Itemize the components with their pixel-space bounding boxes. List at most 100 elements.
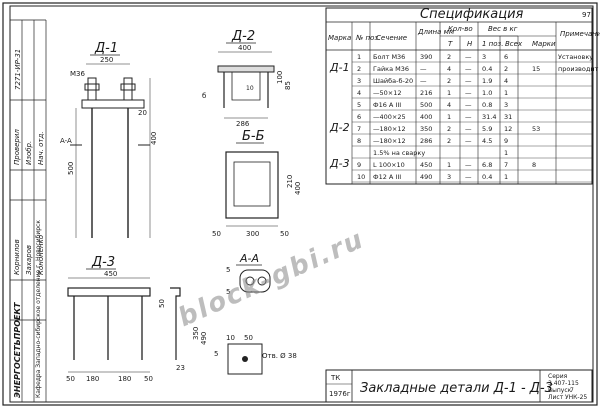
title-side-1: Серия bbox=[548, 373, 568, 380]
spec-cell-n: — bbox=[465, 53, 472, 61]
d1-dim-rod: 500 bbox=[67, 162, 75, 175]
spec-sub-wall: Всех bbox=[505, 40, 523, 48]
d1-dim-small: 20 bbox=[138, 109, 147, 117]
spec-cell-w1: 6.8 bbox=[482, 161, 492, 169]
bb-dim-v1: 210 bbox=[286, 175, 294, 188]
spec-cell-pos: 10 bbox=[357, 173, 365, 181]
spec-cell-w1: 3 bbox=[482, 53, 486, 61]
spec-cell-wall: 7 bbox=[504, 161, 508, 169]
spec-cell-w1: 31.4 bbox=[482, 113, 496, 121]
spec-cell-len: 286 bbox=[420, 137, 432, 145]
spec-cell-n: — bbox=[465, 101, 472, 109]
spec-head-weight: Вес в кг bbox=[488, 25, 518, 33]
spec-sub-w1: 1 поз. bbox=[482, 40, 504, 48]
spec-cell-t: 2 bbox=[447, 77, 451, 85]
stamp-name-2: Захаров bbox=[25, 245, 33, 275]
spec-cell-pos: 4 bbox=[357, 89, 361, 97]
spec-cell-len: 216 bbox=[420, 89, 432, 97]
stamp-org: ЭНЕРГОСЕТЬПРОЕКТ bbox=[13, 302, 22, 398]
watermark-text: block-gbi.ru bbox=[174, 224, 369, 333]
view-d1-title: Д-1 bbox=[94, 41, 118, 56]
spec-cell-section: Ф12 А III bbox=[373, 173, 401, 181]
spec-cell-t: 2 bbox=[447, 125, 451, 133]
spec-cell-t: 1 bbox=[447, 161, 451, 169]
spec-cell-t: 2 bbox=[447, 137, 451, 145]
spec-head-length: Длина мм bbox=[417, 28, 455, 36]
spec-cell-w1: 0.4 bbox=[482, 65, 492, 73]
view-a-a: A-A 5 5 bbox=[226, 252, 271, 296]
spec-cell-len: — bbox=[420, 65, 427, 73]
view-d3-title: Д-3 bbox=[91, 255, 115, 270]
spec-cell-mark: Д-1 bbox=[329, 61, 350, 74]
spec-cell-section: Ф16 А III bbox=[373, 101, 401, 109]
spec-cell-len: 390 bbox=[420, 53, 432, 61]
spec-cell-n: — bbox=[465, 113, 472, 121]
d2-weld-size: 10 bbox=[246, 85, 254, 92]
view-b-b: Б-Б 50 300 50 210 400 bbox=[212, 129, 302, 238]
spec-cell-n: — bbox=[465, 77, 472, 85]
d2-weld-mark: б bbox=[202, 92, 206, 100]
hole-dim-3: 50 bbox=[244, 334, 253, 342]
spec-cell-w1: 0.8 bbox=[482, 101, 492, 109]
spec-cell-section: —50×12 bbox=[373, 89, 402, 97]
spec-cell-wall: 6 bbox=[504, 53, 508, 61]
spec-cell-t: 4 bbox=[447, 101, 451, 109]
spec-title: Спецификация bbox=[420, 7, 524, 22]
spec-cell-wall: 1 bbox=[504, 89, 508, 97]
spec-cell-t: 2 bbox=[447, 53, 451, 61]
spec-cell-wall: 3 bbox=[504, 101, 508, 109]
spec-cell-wall: 1 bbox=[504, 149, 508, 157]
outer-frame bbox=[2, 2, 598, 406]
spec-cell-note: производит bbox=[558, 65, 599, 73]
spec-sub-wmark: Марки bbox=[532, 40, 556, 48]
spec-cell-note: Установку bbox=[558, 53, 593, 61]
d2-dim-bottom: 286 bbox=[236, 120, 250, 128]
spec-cell-wall: 2 bbox=[504, 65, 508, 73]
hole-label: Отв. Ø 38 bbox=[262, 352, 297, 360]
d3-dim-3: 180 bbox=[118, 375, 131, 383]
title-year: 1976г bbox=[329, 390, 351, 398]
spec-cell-len: 400 bbox=[420, 113, 432, 121]
spec-cell-section: 1.5% на сварку bbox=[373, 149, 425, 157]
spec-cell-pos: 1 bbox=[357, 53, 361, 61]
spec-cell-mark: Д-2 bbox=[329, 121, 350, 134]
spec-cell-wall: 31 bbox=[504, 113, 512, 121]
stamp-row-3: Нач. отд. bbox=[37, 131, 45, 165]
d2-dim-top: 400 bbox=[238, 44, 251, 52]
spec-cell-w1: 5.9 bbox=[482, 125, 492, 133]
spec-cell-n: — bbox=[465, 173, 472, 181]
spec-cell-len: 350 bbox=[420, 125, 432, 133]
spec-head-pos: № поз. bbox=[355, 34, 380, 42]
spec-cell-t: 1 bbox=[447, 89, 451, 97]
title-block: ТК 1976г Закладные детали Д-1 - Д-3 Сери… bbox=[325, 369, 593, 403]
spec-cell-section: Гайка М36 bbox=[373, 65, 409, 73]
spec-cell-wall: 4 bbox=[504, 77, 508, 85]
spec-head-qty: Кол-во bbox=[448, 25, 473, 33]
hole-detail: Отв. Ø 38 5 10 50 bbox=[214, 334, 297, 375]
bb-dim-left: 50 bbox=[212, 230, 221, 238]
d2-dim-right2: 85 bbox=[284, 81, 292, 90]
spec-cell-w1: 0.4 bbox=[482, 173, 492, 181]
spec-cell-wall: 1 bbox=[504, 173, 508, 181]
spec-head-note: Примечание bbox=[560, 30, 600, 38]
d3-dim-side4: 23 bbox=[176, 364, 185, 372]
view-bb-title: Б-Б bbox=[242, 129, 265, 144]
spec-cell-len: 490 bbox=[420, 173, 432, 181]
spec-cell-pos: 8 bbox=[357, 137, 361, 145]
spec-cell-pos: 7 bbox=[357, 125, 361, 133]
title-side-2: 3.407-115 bbox=[548, 380, 579, 387]
spec-cell-section: —180×12 bbox=[373, 137, 406, 145]
spec-cell-wmark: 8 bbox=[532, 161, 536, 169]
spec-cell-section: —400×25 bbox=[373, 113, 406, 121]
spec-cell-section: Болт М36 bbox=[373, 53, 405, 61]
d3-dim-side2: 350 bbox=[192, 327, 200, 340]
spec-cell-w1: 1.0 bbox=[482, 89, 492, 97]
spec-cell-wall: 12 bbox=[504, 125, 512, 133]
title-code: ТК bbox=[330, 374, 340, 382]
d3-dim-side3: 490 bbox=[200, 332, 208, 345]
title-side-3: Выпуск bbox=[548, 387, 572, 394]
stamp-name-1: Корнилов bbox=[13, 239, 21, 275]
stamp-org-sub: Кафедра Западно-сибирское отделение г. Н… bbox=[35, 220, 42, 398]
view-d1: Д-1 250 М36 A-A 400 500 20 bbox=[60, 41, 158, 238]
